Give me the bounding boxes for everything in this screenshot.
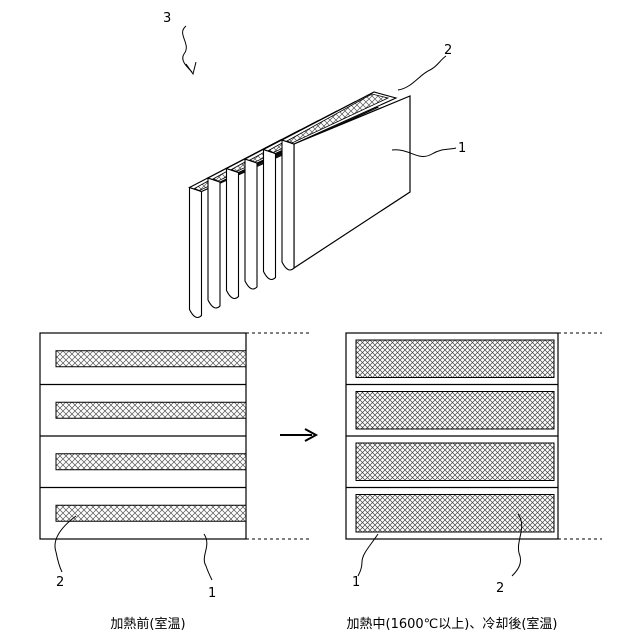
after-heating-panel: 1 2 加熱中(1600℃以上)、冷却後(室温) bbox=[346, 333, 602, 632]
before-hatched-layer bbox=[56, 351, 246, 367]
before-heating-panel: 2 1 加熱前(室温) bbox=[40, 333, 310, 632]
after-hatched-layer bbox=[356, 340, 554, 378]
after-hatched-layer bbox=[356, 392, 554, 430]
after-callout-1-label: 1 bbox=[352, 575, 360, 590]
isometric-plate-stack bbox=[190, 92, 411, 318]
before-caption: 加熱前(室温) bbox=[110, 616, 185, 632]
top-callout-3: 3 bbox=[163, 11, 196, 74]
iso-plate bbox=[282, 92, 410, 270]
before-hatched-layer bbox=[56, 505, 246, 521]
before-hatched-layer bbox=[56, 402, 246, 418]
top-callout-2-label: 2 bbox=[444, 43, 452, 58]
before-hatched-layer bbox=[56, 454, 246, 470]
right-arrow-icon bbox=[280, 429, 316, 441]
after-hatched-layer bbox=[356, 443, 554, 481]
top-callout-1-label: 1 bbox=[458, 141, 466, 156]
before-callout-1-label: 1 bbox=[208, 586, 216, 601]
after-hatched-layer bbox=[356, 495, 554, 533]
top-callout-2: 2 bbox=[398, 43, 452, 90]
before-callout-2-label: 2 bbox=[56, 575, 64, 590]
before-callout-1-leader bbox=[204, 534, 212, 580]
after-callout-2-label: 2 bbox=[496, 581, 504, 596]
after-caption: 加熱中(1600℃以上)、冷却後(室温) bbox=[347, 616, 558, 632]
after-callout-1-leader bbox=[358, 534, 378, 576]
top-callout-3-label: 3 bbox=[163, 11, 171, 26]
